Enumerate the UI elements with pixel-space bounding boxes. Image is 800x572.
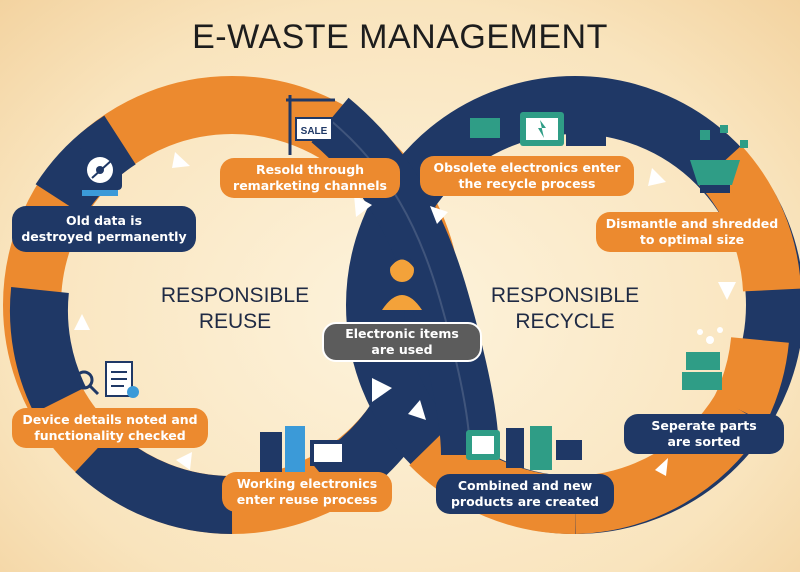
step-separate: Seperate parts are sorted [624, 414, 784, 454]
arrow-3 [430, 206, 448, 224]
arrow-5 [718, 282, 736, 300]
step-device-details: Device details noted and functionality c… [12, 408, 208, 448]
sorted-parts-icon [682, 327, 723, 390]
electronics-icon [470, 112, 606, 146]
computers-icon [260, 426, 346, 472]
step-working: Working electronics enter reuse process [222, 472, 392, 512]
reuse-label: RESPONSIBLE REUSE [160, 284, 310, 333]
hard-drive-icon [78, 148, 122, 196]
arrow-10 [176, 452, 192, 470]
arrow-9 [74, 314, 90, 330]
arrow-2 [354, 195, 372, 217]
sale-sign-text: SALE [301, 126, 328, 137]
page-title: E-WASTE MANAGEMENT [192, 18, 608, 56]
step-combined: Combined and new products are created [436, 474, 614, 514]
step-resold: Resold through remarketing channels [220, 158, 400, 198]
arrow-1 [172, 152, 190, 168]
sale-sign-icon [286, 95, 335, 155]
recycle-label: RESPONSIBLE RECYCLE [490, 284, 640, 333]
shredder-icon [690, 125, 748, 193]
products-icon [466, 426, 582, 470]
arrow-6 [372, 378, 392, 402]
step-dismantle: Dismantle and shredded to optimal size [596, 212, 788, 252]
arrow-7 [408, 400, 426, 420]
step-old-data: Old data is destroyed permanently [12, 206, 196, 252]
flow-arrows [74, 152, 736, 476]
person-headset-icon [382, 256, 422, 310]
checklist-icon [74, 361, 139, 398]
step-used: Electronic items are used [322, 322, 482, 362]
arrow-4 [648, 168, 666, 186]
arrow-8 [655, 458, 668, 476]
step-obsolete: Obsolete electronics enter the recycle p… [420, 156, 634, 196]
